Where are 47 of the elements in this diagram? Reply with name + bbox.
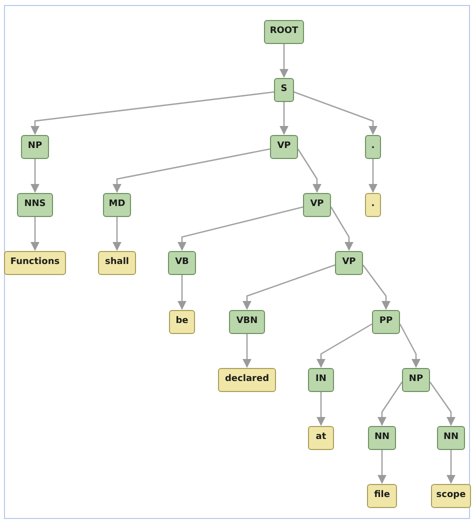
word-box: be (169, 310, 195, 334)
arrow (316, 392, 326, 426)
arrow (316, 323, 372, 368)
word-box: . (365, 193, 381, 217)
word-box: file (367, 484, 397, 508)
tag-box: VP (303, 193, 331, 217)
tag-box: VBN (229, 310, 265, 334)
tag-box: NP (402, 368, 430, 392)
word-box: scope (431, 484, 471, 508)
tag-box: VP (335, 251, 363, 275)
arrow (297, 148, 322, 193)
arrow (279, 44, 289, 78)
arrow (368, 159, 378, 193)
word-box: shall (98, 251, 136, 275)
arrow (294, 91, 378, 135)
arrow (112, 217, 122, 251)
tag-box: MD (103, 193, 131, 217)
arrow (112, 148, 270, 193)
word-box: declared (218, 368, 276, 392)
arrow (377, 450, 387, 484)
tag-box: ROOT (264, 20, 304, 44)
arrow (30, 91, 274, 135)
arrow (279, 102, 289, 135)
arrow (399, 324, 421, 368)
tag-box: NNS (17, 193, 53, 217)
arrow (177, 275, 187, 310)
tag-box: VB (168, 251, 196, 275)
tag-box: NN (437, 426, 465, 450)
arrow (30, 159, 40, 193)
tag-box: VP (270, 135, 298, 159)
arrow (242, 334, 252, 368)
tag-box: S (274, 78, 294, 102)
word-box: Functions (4, 251, 66, 275)
word-box: at (308, 426, 334, 450)
arrow (362, 264, 391, 310)
tag-box: . (365, 135, 381, 159)
tag-box: PP (372, 310, 400, 334)
tag-box: NN (368, 426, 396, 450)
arrow (242, 264, 336, 310)
arrow (330, 206, 354, 251)
arrow (446, 450, 456, 484)
tag-box: NP (21, 135, 49, 159)
arrow (177, 206, 304, 251)
arrow (429, 382, 456, 426)
arrow (30, 217, 40, 251)
tag-box: IN (308, 368, 334, 392)
arrow (377, 382, 403, 426)
